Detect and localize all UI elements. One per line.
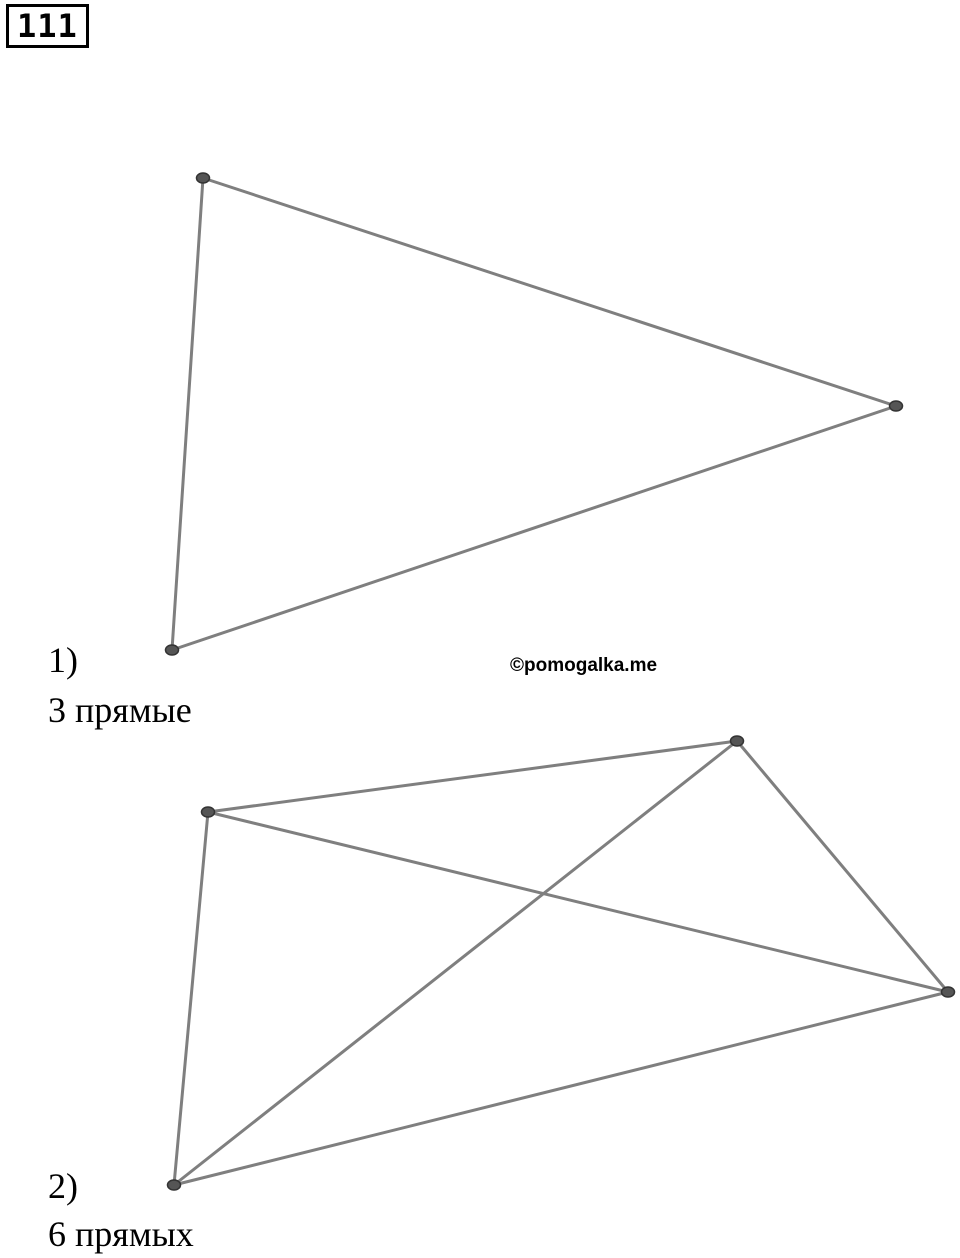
figure-2 <box>166 735 956 1191</box>
figure-1-answer-label: 3 прямые <box>48 690 192 730</box>
figure-2-point-a <box>200 806 216 818</box>
figure-1-line-ca <box>170 176 205 652</box>
figure-2-answer-label: 6 прямых <box>48 1214 194 1254</box>
figure-2-line-bc <box>735 739 950 994</box>
figure-1-line-bc <box>170 404 898 652</box>
watermark: ©pomogalka.me <box>510 655 658 676</box>
figure-2-line-bd <box>172 739 739 1187</box>
figure-1-number-label: 1) <box>48 640 78 680</box>
figure-1-point-a <box>195 172 211 184</box>
figure-1 <box>164 172 904 656</box>
figure-1-point-b <box>888 400 904 412</box>
figure-2-line-ab <box>206 739 739 814</box>
problem-number: 111 <box>6 4 89 48</box>
figure-2-point-d <box>166 1179 182 1191</box>
figure-2-line-cd <box>172 990 950 1187</box>
figure-2-line-ad <box>172 810 210 1187</box>
figure-1-point-c <box>164 644 180 656</box>
figure-2-point-b <box>729 735 745 747</box>
figure-2-number-label: 2) <box>48 1166 78 1206</box>
figure-2-point-c <box>940 986 956 998</box>
figure-2-line-ac <box>206 810 950 994</box>
figure-1-line-ab <box>201 176 898 408</box>
